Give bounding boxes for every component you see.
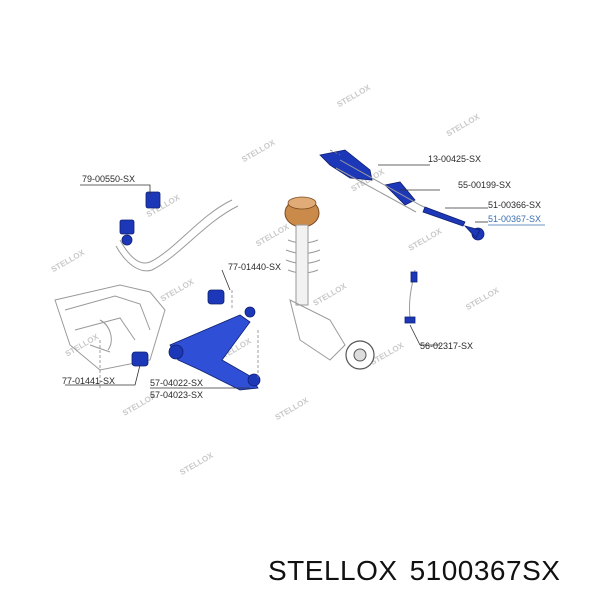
lower-control-arm [168, 306, 261, 391]
leader-lines [65, 164, 488, 389]
watermark: STELLOX [274, 395, 311, 422]
stabilizer-bar [115, 191, 239, 272]
abs-sensor-line [404, 269, 418, 324]
watermark: STELLOX [254, 222, 291, 249]
part-label: 79-00550-SX [82, 174, 135, 184]
brand-name: STELLOX [268, 555, 398, 586]
part-label: 57-04023-SX [150, 390, 203, 400]
watermark: STELLOX [240, 138, 277, 165]
watermark: STELLOX [312, 281, 349, 308]
watermark: STELLOX [50, 248, 87, 275]
part-label: 55-00199-SX [458, 180, 511, 190]
part-number: 5100367SX [409, 555, 561, 586]
watermark: STELLOX [159, 277, 196, 304]
watermark: STELLOX [64, 332, 101, 359]
part-label: 77-01441-SX [62, 376, 115, 386]
arm-bushing-front [131, 351, 149, 367]
watermark: STELLOX [335, 83, 372, 110]
steering-rack [319, 149, 441, 216]
footer-caption: STELLOX 5100367SX [268, 555, 572, 587]
watermark: STELLOX [464, 285, 501, 312]
part-label: 56-02317-SX [420, 341, 473, 351]
subframe [54, 284, 166, 371]
arm-bushing-rear [207, 289, 225, 305]
part-label: 51-00366-SX [488, 200, 541, 210]
strut-assembly [284, 196, 375, 370]
part-label-highlighted: 51-00367-SX [488, 214, 541, 224]
stabilizer-link [119, 219, 135, 235]
watermark: STELLOX [178, 450, 215, 477]
part-label: 77-01440-SX [228, 262, 281, 272]
watermark: STELLOX [407, 226, 444, 253]
part-label: 13-00425-SX [428, 154, 481, 164]
part-label: 57-04022-SX [150, 378, 203, 388]
stabilizer-bushing [145, 191, 161, 209]
tie-rod [422, 206, 485, 241]
watermark-layer: STELLOX STELLOX STELLOX STELLOX STELLOX … [50, 83, 501, 477]
watermark: STELLOX [445, 112, 482, 139]
